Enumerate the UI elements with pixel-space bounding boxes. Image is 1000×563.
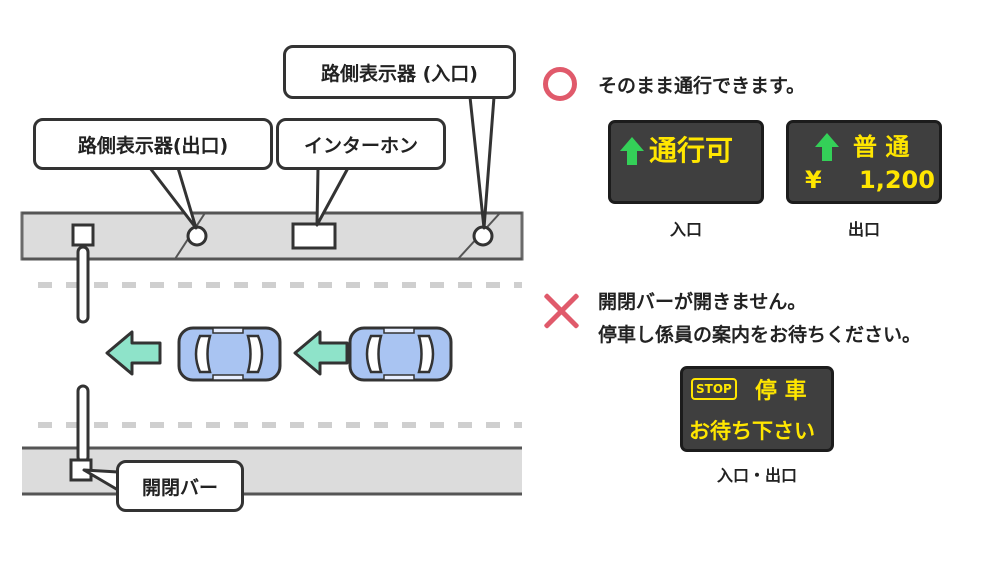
entrance-ok-board-text: 通行可 xyxy=(649,134,734,167)
stop-board-line1: 停 車 xyxy=(755,379,807,404)
exit-caption: 出口 xyxy=(847,220,880,239)
exit-ok-board-line1: 普 通 xyxy=(853,133,910,161)
exit-display-label: 路側表示器(出口) xyxy=(33,118,273,170)
up-arrow-icon-exit xyxy=(815,133,839,147)
ng-message-line1: 開閉バーが開きません。 xyxy=(598,291,807,313)
gate-post-top xyxy=(71,223,95,247)
stop-board-line2: お待ち下さい xyxy=(689,419,815,443)
intercom-label: インターホン xyxy=(276,118,446,170)
gate-bar-top xyxy=(76,245,90,324)
exit-ok-board: 普 通 ¥ 1,200 xyxy=(786,120,942,204)
exit-roadside-display xyxy=(186,225,208,247)
entrance-display-label: 路側表示器 (入口) xyxy=(283,45,516,99)
ng-message-line2: 停車し係員の案内をお待ちください。 xyxy=(598,324,922,346)
entrance-display-label-text: 路側表示器 (入口) xyxy=(321,62,478,85)
ng-cross-icon xyxy=(540,290,582,332)
entrance-roadside-display xyxy=(472,225,494,247)
car-rear xyxy=(348,326,453,382)
entrance-ok-board: 通行可 xyxy=(608,120,764,204)
exit-ok-board-amount: 1,200 xyxy=(859,166,935,194)
ok-circle-icon xyxy=(543,67,577,101)
stop-badge: STOP xyxy=(691,378,737,400)
top-roadside-strip xyxy=(20,211,524,261)
direction-arrow-right xyxy=(293,330,349,376)
stop-board-caption: 入口・出口 xyxy=(716,466,797,485)
car-front xyxy=(177,326,282,382)
gate-bar-label-text: 開閉バー xyxy=(141,476,218,499)
intercom-label-text: インターホン xyxy=(303,134,418,157)
up-arrow-icon xyxy=(620,137,644,151)
ok-message: そのまま通行できます。 xyxy=(598,75,806,97)
stop-board: STOP 停 車 お待ち下さい xyxy=(680,366,834,452)
exit-ok-board-currency: ¥ xyxy=(805,166,822,194)
exit-display-label-text: 路側表示器(出口) xyxy=(77,134,229,157)
gate-bar-label: 開閉バー xyxy=(116,460,244,512)
entrance-caption: 入口 xyxy=(669,220,702,239)
intercom-box xyxy=(291,222,337,250)
gate-bar-bottom xyxy=(76,384,90,464)
direction-arrow-left xyxy=(105,330,162,376)
